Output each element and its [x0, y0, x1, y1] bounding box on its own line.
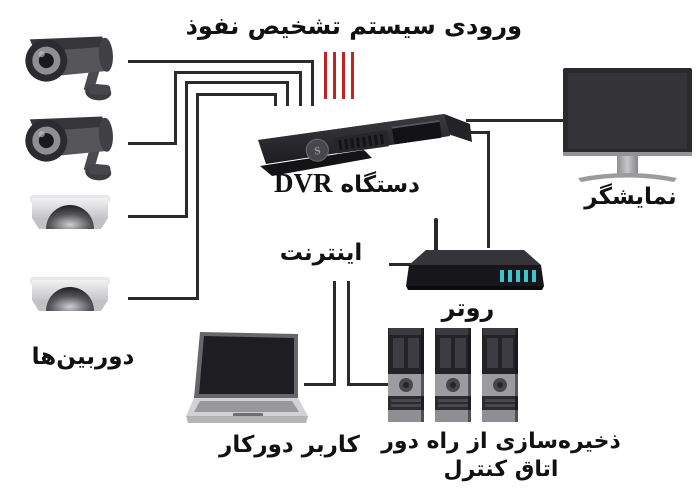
remote-user-label: کاربر دورکار: [219, 432, 360, 458]
bullet-camera-icon: [25, 116, 113, 181]
connector-dvr-router: [487, 131, 490, 248]
router-icon: [406, 218, 544, 290]
server-towers-icon: [388, 328, 518, 422]
dvr-label: دستگاه DVR: [252, 168, 442, 199]
connector-cam1-dvr: [128, 60, 314, 63]
connector-dvr-monitor: [466, 119, 566, 122]
dvr-logo-glyph: S: [314, 145, 322, 158]
diagram-title: ورودی سیستم تشخیص نفوذ: [185, 12, 522, 40]
connector-cam2-dvr: [174, 71, 302, 74]
dvr-label-fa: دستگاه: [340, 172, 420, 198]
connector-cam2-dvr: [128, 142, 177, 145]
connector-internet-laptop: [333, 281, 336, 386]
dvr-device-icon: S: [258, 114, 472, 176]
connector-internet-router: [389, 263, 416, 266]
remote-storage-label: ذخیره‌سازی از راه دور اتاق کنترل: [356, 428, 646, 484]
monitor-icon: [563, 68, 692, 182]
connector-cam4-dvr: [196, 93, 277, 96]
connector-internet-laptop: [304, 383, 336, 386]
connector-internet-servers: [347, 281, 350, 386]
connector-cam3-dvr: [286, 81, 289, 106]
router-label: روتر: [441, 294, 495, 322]
laptop-icon: [186, 332, 308, 423]
monitor-label: نمایشگر: [584, 184, 677, 210]
connector-internet-servers: [347, 383, 389, 386]
connector-cam1-dvr: [311, 60, 314, 106]
connector-cam3-dvr: [185, 81, 188, 218]
remote-storage-label-line2: اتاق کنترل: [443, 457, 559, 482]
connector-cam2-dvr: [299, 71, 302, 106]
intrusion-input-line: [342, 52, 345, 99]
intrusion-input-line: [333, 52, 336, 99]
dome-camera-icon: [30, 195, 110, 229]
connector-cam4-dvr: [274, 93, 277, 106]
connector-cam4-dvr: [128, 297, 199, 300]
dvr-label-en: DVR: [274, 168, 333, 198]
remote-storage-label-line1: ذخیره‌سازی از راه دور: [381, 429, 621, 454]
dome-camera-icon: [30, 277, 110, 311]
intrusion-input-line: [351, 52, 354, 99]
connector-cam3-dvr: [185, 81, 289, 84]
connector-cam4-dvr: [196, 93, 199, 300]
internet-label: اینترنت: [279, 240, 363, 266]
connector-dvr-router: [466, 131, 490, 134]
router-led-lights: [500, 270, 536, 282]
cameras-label: دوربین‌ها: [31, 344, 135, 370]
connector-cam2-dvr: [174, 71, 177, 145]
intrusion-input-line: [324, 52, 327, 99]
bullet-camera-icon: [25, 36, 113, 101]
connector-cam3-dvr: [128, 215, 188, 218]
